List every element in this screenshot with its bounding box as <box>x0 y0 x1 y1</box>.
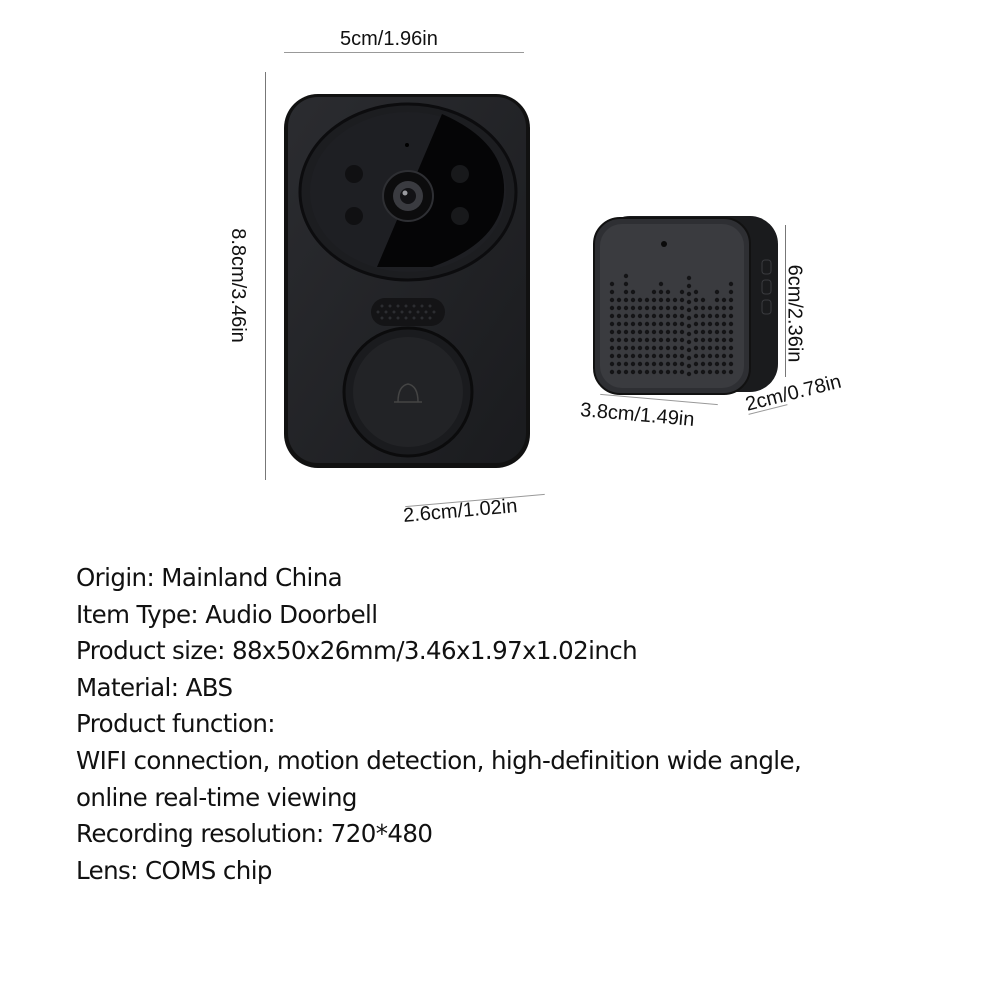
spec-lens: Lens: COMS chip <box>76 855 272 885</box>
chime-width-label: 3.8cm/1.49in <box>579 399 696 431</box>
doorbell-height-line <box>265 72 266 480</box>
spec-recording-resolution: Recording resolution: 720*480 <box>76 819 433 849</box>
video-doorbell-icon <box>284 94 530 468</box>
doorbell-width-line <box>284 52 524 53</box>
spec-material: Material: ABS <box>76 672 233 702</box>
doorbell-height-label: 8.8cm/3.46in <box>226 228 249 343</box>
product-specs: Origin: Mainland China Item Type: Audio … <box>76 560 802 889</box>
doorbell-width-label: 5cm/1.96in <box>340 28 438 50</box>
spec-function-line1: WIFI connection, motion detection, high-… <box>76 745 802 775</box>
chime-height-line <box>785 225 786 377</box>
chime-receiver-icon <box>593 216 778 395</box>
spec-function-line2: online real-time viewing <box>76 782 357 812</box>
chime-height-label: 6cm/2.36in <box>783 264 806 363</box>
spec-origin: Origin: Mainland China <box>76 563 343 592</box>
spec-product-size: Product size: 88x50x26mm/3.46x1.97x1.02i… <box>76 636 638 666</box>
spec-function-heading: Product function: <box>76 709 276 739</box>
spec-item-type: Item Type: Audio Doorbell <box>76 599 378 629</box>
doorbell-depth-label: 2.6cm/1.02in <box>402 495 519 527</box>
